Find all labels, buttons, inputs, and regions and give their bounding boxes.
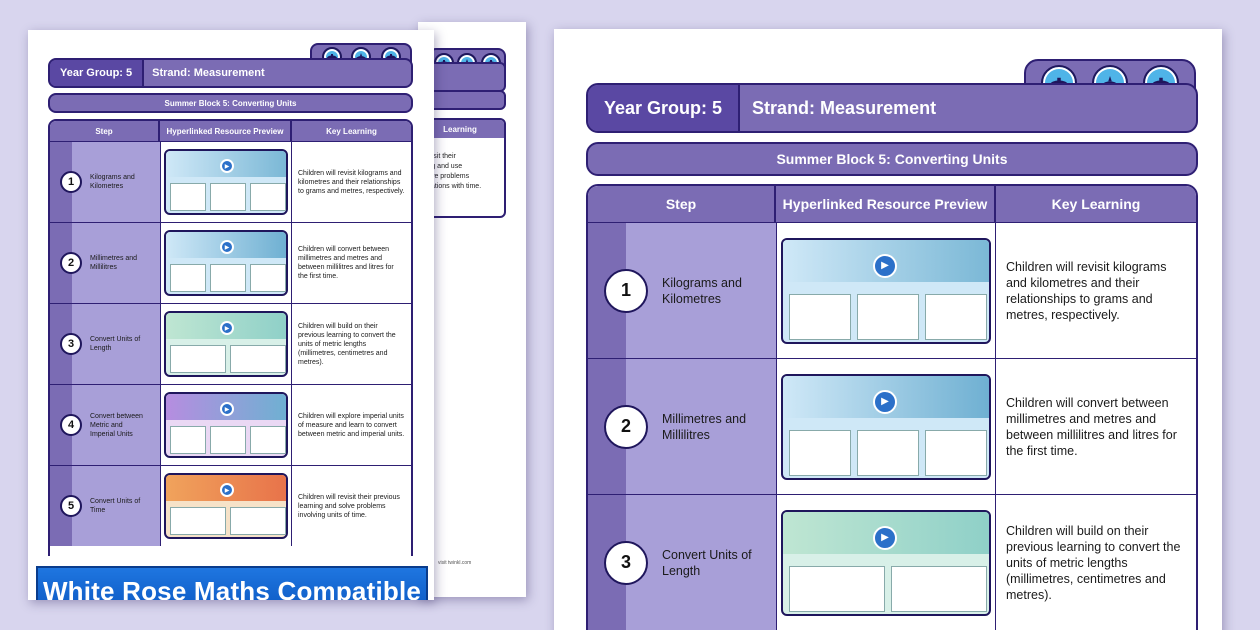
table-row: 1 Kilograms and Kilometres ▶ Children wi…: [50, 141, 411, 222]
banner-container: White Rose Maths Compatible: [28, 556, 434, 600]
front-page: Year Group: 5 Strand: Measurement Summer…: [28, 30, 434, 600]
header-bar: Year Group: 5 Strand: Measurement: [586, 83, 1198, 133]
column-header-key: Key Learning: [1051, 196, 1141, 212]
key-learning: Children will build on their previous le…: [1006, 523, 1181, 602]
step-number: 4: [60, 414, 82, 436]
resource-preview[interactable]: ▶: [164, 392, 288, 458]
year-group-label: Year Group: 5: [50, 60, 145, 86]
column-header-preview: Hyperlinked Resource Preview: [160, 121, 292, 141]
table-row: 1 Kilograms and Kilometres ▶ Children wi…: [588, 222, 1196, 358]
play-icon[interactable]: ▶: [220, 402, 234, 416]
block-bar: [418, 90, 506, 110]
footer-url: visit twinkl.com: [438, 560, 472, 566]
key-learning: Children will revisit their previous lea…: [298, 493, 400, 519]
play-icon[interactable]: ▶: [220, 159, 234, 173]
table-row: 5 Convert Units of Time ▶ Children will …: [50, 465, 411, 546]
step-number: 1: [60, 171, 82, 193]
play-icon[interactable]: ▶: [873, 389, 897, 414]
play-icon[interactable]: ▶: [873, 253, 897, 278]
key-learning: Children will convert between millimetre…: [298, 246, 394, 280]
key-learning-text: revisit their ning and use solve problem…: [422, 153, 482, 190]
resource-preview[interactable]: ▶: [164, 311, 288, 377]
zoomed-page: Year Group: 5 Strand: Measurement Summer…: [554, 29, 1222, 630]
step-title: Millimetres and Millilitres: [90, 255, 138, 271]
key-learning: Children will convert between millimetre…: [1006, 395, 1177, 458]
play-icon[interactable]: ▶: [220, 321, 234, 335]
play-icon[interactable]: ▶: [220, 483, 234, 497]
strand-label: Strand: Measurement: [752, 97, 937, 118]
play-icon[interactable]: ▶: [873, 525, 897, 550]
strand-label: Strand: Measurement: [152, 67, 265, 79]
year-group-label: Year Group: 5: [588, 85, 741, 131]
steps-table: Step Hyperlinked Resource Preview Key Le…: [586, 184, 1198, 630]
resource-preview[interactable]: ▶: [164, 230, 288, 296]
column-header: Learning: [443, 124, 477, 134]
column-header-key: Key Learning: [326, 126, 377, 136]
header-bar: Year Group: 5 Strand: Measurement: [48, 58, 413, 88]
step-title: Convert Units of Length: [90, 336, 141, 352]
step-number: 2: [604, 404, 648, 449]
key-learning: Children will explore imperial units of …: [298, 412, 405, 438]
step-title: Millimetres and Millilitres: [662, 411, 747, 442]
table-row: 2 Millimetres and Millilitres ▶ Children…: [588, 358, 1196, 494]
step-title: Convert Units of Time: [90, 498, 141, 514]
resource-preview[interactable]: ▶: [781, 237, 991, 344]
key-learning: Children will build on their previous le…: [298, 322, 396, 366]
white-rose-banner: White Rose Maths Compatible: [36, 566, 428, 600]
resource-preview[interactable]: ▶: [164, 149, 288, 215]
step-title: Kilograms and Kilometres: [662, 275, 742, 306]
step-title: Convert Units of Length: [662, 547, 752, 578]
table-row: 3 Convert Units of Length ▶ Children wil…: [588, 494, 1196, 630]
step-title: Convert between Metric and Imperial Unit…: [90, 412, 143, 438]
step-number: 3: [60, 333, 82, 355]
back-page: Learning revisit their ning and use solv…: [418, 22, 526, 597]
step-title: Kilograms and Kilometres: [90, 174, 135, 190]
key-learning: Children will revisit kilograms and kilo…: [1006, 259, 1167, 322]
step-number: 3: [604, 540, 648, 585]
play-icon[interactable]: ▶: [220, 240, 234, 254]
resource-preview[interactable]: ▶: [781, 509, 991, 616]
table-row: 3 Convert Units of Length ▶ Children wil…: [50, 303, 411, 384]
block-bar: Summer Block 5: Converting Units: [586, 142, 1198, 176]
step-number: 2: [60, 252, 82, 274]
key-learning: Children will revisit kilograms and kilo…: [298, 169, 405, 195]
table-row: 4 Convert between Metric and Imperial Un…: [50, 384, 411, 465]
steps-table: Step Hyperlinked Resource Preview Key Le…: [48, 119, 413, 600]
table-row: 2 Millimetres and Millilitres ▶ Children…: [50, 222, 411, 303]
column-header-preview: Hyperlinked Resource Preview: [776, 186, 996, 222]
block-bar: Summer Block 5: Converting Units: [48, 93, 413, 113]
column-header-step: Step: [50, 121, 160, 141]
resource-preview[interactable]: ▶: [164, 473, 288, 539]
resource-preview[interactable]: ▶: [781, 373, 991, 480]
step-number: 1: [604, 268, 648, 313]
column-header-step: Step: [588, 186, 776, 222]
step-number: 5: [60, 495, 82, 517]
